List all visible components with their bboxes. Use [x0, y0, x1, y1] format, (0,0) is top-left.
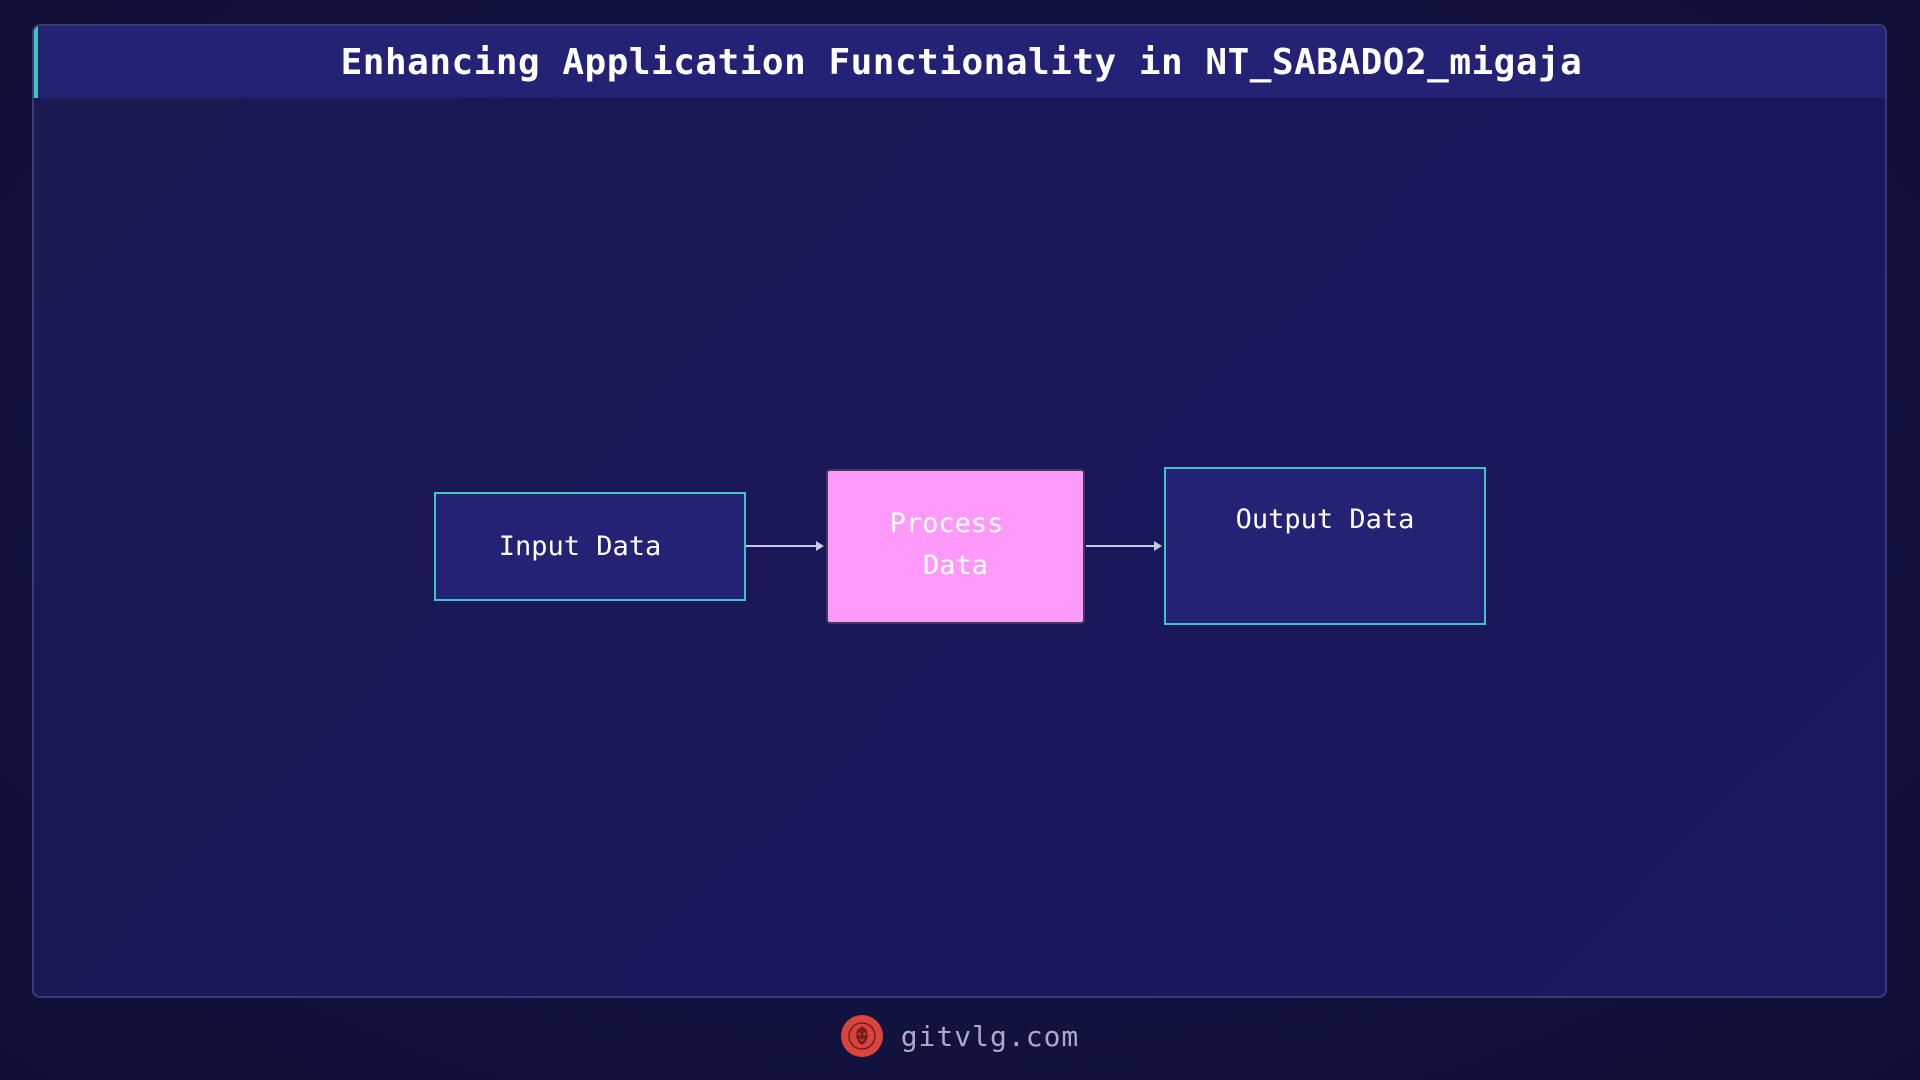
lion-icon	[840, 1015, 883, 1057]
arrow-input-to-process	[746, 541, 824, 551]
page-title: Enhancing Application Functionality in N…	[340, 41, 1583, 83]
diagram-frame: Enhancing Application Functionality in N…	[32, 24, 1887, 998]
node-label: Output Data	[1235, 504, 1415, 535]
node-label-line2: Data	[922, 550, 989, 581]
header-bar: Enhancing Application Functionality in N…	[34, 26, 1885, 98]
site-link[interactable]: gitvlg.com	[900, 1019, 1080, 1053]
node-label-line1: Process	[889, 508, 1004, 539]
node-process-data: Process Data	[826, 469, 1085, 624]
node-label: Input Data	[498, 531, 662, 562]
arrow-process-to-output	[1086, 541, 1162, 551]
footer: gitvlg.com	[0, 1014, 1920, 1058]
node-output-data: Output Data	[1164, 467, 1486, 625]
node-input-data: Input Data	[434, 492, 746, 601]
